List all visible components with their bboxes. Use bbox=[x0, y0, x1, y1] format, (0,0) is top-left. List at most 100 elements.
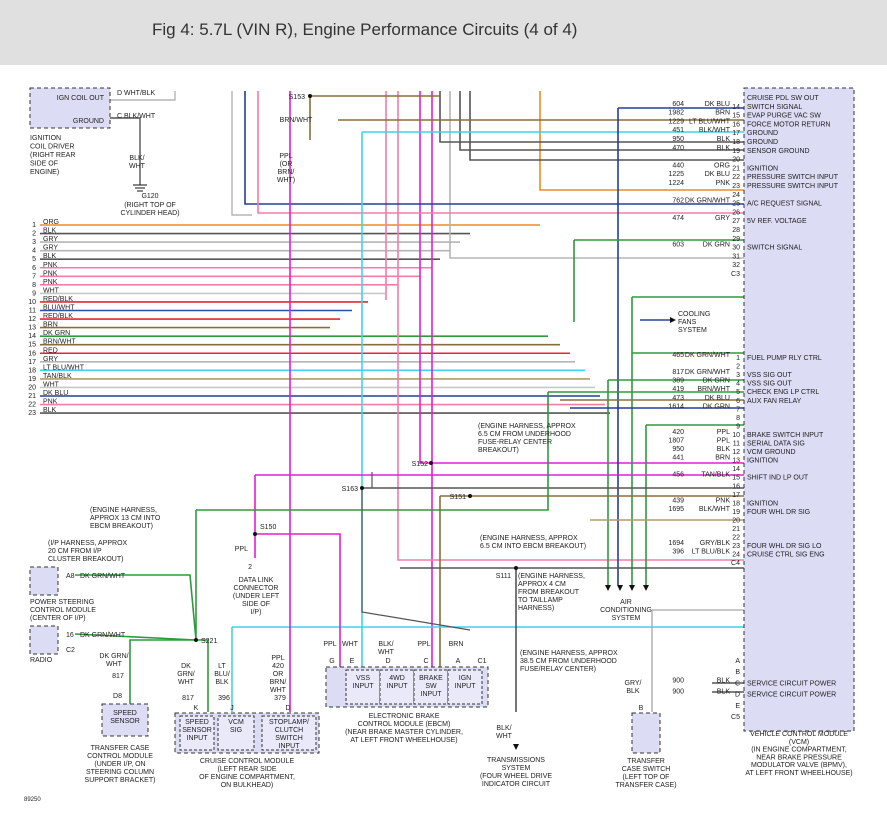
vcm-c3-function: FORCE MOTOR RETURN bbox=[747, 121, 830, 128]
s150-label: S150 bbox=[260, 524, 276, 531]
s221-note: (I/P HARNESS, APPROX bbox=[48, 540, 128, 547]
ebcm-input-label: INPUT bbox=[353, 683, 375, 690]
vcm-caption: AT LEFT FRONT WHEELHOUSE) bbox=[745, 770, 852, 777]
ebcm-conn: C1 bbox=[478, 658, 487, 665]
cruise-input-label: CLUTCH bbox=[275, 727, 303, 734]
ebcm-pin: E bbox=[350, 658, 355, 665]
cruise-caption: CRUISE CONTROL MODULE bbox=[200, 758, 295, 765]
vcm-c3-pin: 21 bbox=[732, 165, 740, 172]
vcm-c3-wire-color: DK BLU bbox=[705, 101, 730, 108]
ac-arrow bbox=[617, 585, 623, 591]
wire-dkgrn-speed bbox=[129, 639, 196, 706]
vcm-c3-function: GROUND bbox=[747, 139, 778, 146]
s152-note: 6.5 CM FROM UNDERHOOD bbox=[478, 431, 571, 438]
ebcm-pin: G bbox=[329, 658, 334, 665]
wire-color-label: WHT bbox=[43, 381, 60, 388]
vcm-c4-circuit-number: 1614 bbox=[668, 403, 684, 410]
vcm-c3-wire-color: GRY bbox=[715, 215, 730, 222]
cruise-wire-color: 420 bbox=[272, 663, 284, 670]
wire-color-label: GRY bbox=[43, 356, 58, 363]
connector-pin-number: 13 bbox=[28, 325, 36, 332]
vcm-c4-pin: 11 bbox=[733, 441, 740, 448]
vcm-c4-pin: 24 bbox=[732, 552, 740, 559]
cruise-input-box bbox=[261, 715, 317, 751]
vcm-c3-pin: 30 bbox=[732, 245, 740, 252]
s111-label: S111 bbox=[496, 573, 511, 580]
dlc-wire: PPL bbox=[235, 546, 248, 553]
vcm-c4-function: FOUR WHL DR SIG bbox=[747, 509, 810, 516]
ppl-note: PPL bbox=[279, 153, 292, 160]
vcm-c4-circuit-number: 456 bbox=[672, 472, 684, 479]
cruise-pin: D bbox=[285, 705, 290, 712]
vcm-caption: NEAR BRAKE PRESSURE bbox=[756, 754, 842, 761]
vcm-c3-wire-color: PNK bbox=[716, 180, 731, 187]
vcm-c3-function: PRESSURE SWITCH INPUT bbox=[747, 174, 839, 181]
vcm-c3-pin: 26 bbox=[732, 209, 740, 216]
speed-sensor-caption: SUPPORT BRACKET) bbox=[85, 777, 156, 784]
vcm-c4-function: CRUISE CTRL SIG ENG bbox=[747, 552, 825, 559]
vcm-c4-pin: 18 bbox=[732, 500, 740, 507]
vcm-c4-pin: 20 bbox=[732, 517, 740, 524]
vcm-c4-circuit-number: 419 bbox=[672, 386, 684, 393]
wire-ppl-420 bbox=[419, 91, 744, 464]
ebcm-caption: ELECTRONIC BRAKE bbox=[369, 713, 440, 720]
power-steering-module-box bbox=[29, 566, 59, 596]
ebcm-input-label: INPUT bbox=[421, 691, 443, 698]
vcm-c4-function: SHIFT IND LP OUT bbox=[747, 475, 809, 482]
psm-wire: DK GRN/WHT bbox=[80, 573, 126, 580]
ground-name: G120 bbox=[141, 193, 158, 200]
vcm-c4-pin: 2 bbox=[736, 364, 740, 371]
vcm-c3-wire-color: DK GRN/WHT bbox=[685, 198, 731, 205]
vcm-c3-pin: 20 bbox=[732, 157, 740, 164]
trans-arrow bbox=[513, 744, 519, 750]
vcm-c3-pin: 31 bbox=[732, 253, 740, 260]
vcm-c4-function: VCM GROUND bbox=[747, 449, 796, 456]
vcm-c4-circuit-number: 389 bbox=[672, 378, 684, 385]
connector-pin-number: 16 bbox=[28, 350, 36, 357]
coil-pin: D bbox=[117, 90, 122, 97]
wire-color-label: BLK bbox=[43, 407, 57, 414]
ebcm-pin: C bbox=[423, 658, 428, 665]
vcm-c4-pin: 10 bbox=[732, 432, 740, 439]
coil-caption: SIDE OF bbox=[30, 161, 58, 168]
trans-caption: SYSTEM bbox=[502, 765, 531, 772]
vcm-c4-pin: 22 bbox=[732, 535, 740, 542]
vcm-c4-function: BRAKE SWITCH INPUT bbox=[747, 432, 824, 439]
connector-pin-number: 8 bbox=[32, 282, 36, 289]
vcm-c4-circuit-number: 950 bbox=[672, 446, 684, 453]
vcm-c3-pin: 14 bbox=[732, 104, 740, 111]
cruise-wire-color: GRN/ bbox=[177, 671, 195, 678]
vcm-c5-pin: C bbox=[735, 680, 740, 687]
vcm-c3-circuit-number: 474 bbox=[672, 215, 684, 222]
ebcm-input-label: VSS bbox=[356, 675, 370, 682]
s221-label: S221 bbox=[201, 638, 217, 645]
wire-color-label: TAN/BLK bbox=[43, 373, 72, 380]
vcm-c3-wire-color: DK GRN bbox=[703, 242, 730, 249]
wire-color-label: PNK bbox=[43, 399, 58, 406]
ebcm-input-label: INPUT bbox=[387, 683, 409, 690]
wire-color-label: DK BLU bbox=[43, 390, 68, 397]
vcm-c4-function: IGNITION bbox=[747, 500, 778, 507]
speed-sensor-label: SPEED bbox=[113, 710, 137, 717]
vcm-c4-pin: C4 bbox=[731, 560, 740, 567]
wire-color-label: LT BLU/WHT bbox=[43, 364, 85, 371]
figure-header: Fig 4: 5.7L (VIN R), Engine Performance … bbox=[0, 0, 887, 65]
ebcm-wire-color: BLK/ bbox=[378, 641, 393, 648]
s111-note: (ENGINE HARNESS, bbox=[518, 573, 585, 580]
vcm-box bbox=[743, 87, 855, 732]
tcs-wire: BLK bbox=[626, 688, 640, 695]
speed-sensor-caption: (UNDER I/P, ON bbox=[94, 761, 145, 768]
cruise-wire-color: DK bbox=[181, 663, 191, 670]
tcs-caption: TRANSFER bbox=[627, 758, 665, 765]
vcm-c5-pin: A bbox=[735, 658, 740, 665]
vcm-c5-function: SERVICE CIRCUIT POWER bbox=[747, 680, 836, 687]
components-layer bbox=[29, 87, 855, 754]
vcm-c4-circuit-number: 396 bbox=[672, 549, 684, 556]
vcm-c3-circuit-number: 470 bbox=[672, 145, 684, 152]
cruise-wire-color: PPL bbox=[271, 655, 284, 662]
vcm-c3-circuit-number: 440 bbox=[672, 162, 684, 169]
vcm-c4-pin: 21 bbox=[732, 526, 740, 533]
cruise-circuit: 379 bbox=[274, 695, 286, 702]
dlc-caption: DATA LINK bbox=[239, 577, 274, 584]
